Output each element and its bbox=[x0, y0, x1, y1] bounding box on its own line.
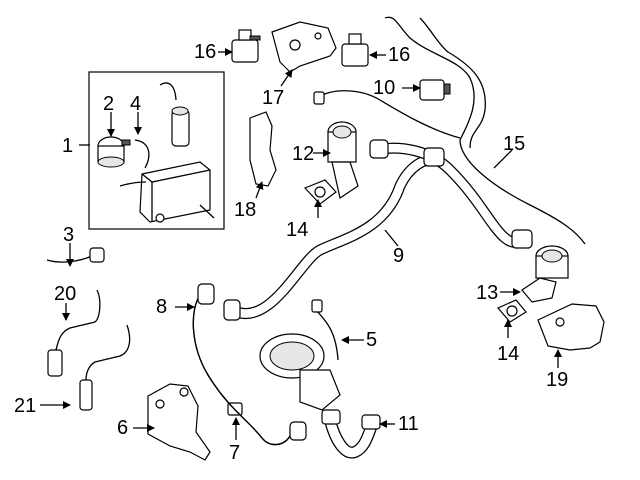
valve-16b-part bbox=[341, 33, 369, 67]
valve-16a-part bbox=[231, 29, 261, 63]
callout-15: 15 bbox=[503, 133, 526, 155]
callout-14-lower: 14 bbox=[497, 343, 520, 365]
charcoal-canister-part bbox=[119, 161, 215, 223]
callout-16-right: 16 bbox=[388, 44, 411, 66]
canister-kit-box bbox=[88, 71, 225, 230]
bracket-17-part bbox=[271, 21, 337, 73]
leader-lines bbox=[40, 48, 562, 440]
gasket-14b-part bbox=[497, 299, 527, 323]
callout-19: 19 bbox=[546, 369, 569, 391]
callout-10: 10 bbox=[373, 77, 396, 99]
callout-7: 7 bbox=[229, 442, 241, 464]
vent-hose-part bbox=[134, 139, 150, 169]
callout-16-left: 16 bbox=[194, 41, 217, 63]
air-pump-5-part bbox=[259, 299, 341, 411]
sensor-10-part bbox=[419, 79, 451, 101]
vacuum-lines-15-part bbox=[384, 16, 586, 245]
valve-12-part bbox=[327, 121, 359, 199]
callout-11: 11 bbox=[398, 413, 419, 435]
callout-3: 3 bbox=[63, 224, 75, 246]
callout-5: 5 bbox=[366, 329, 378, 351]
callout-12: 12 bbox=[292, 143, 315, 165]
oxygen-sensor-20-part bbox=[47, 289, 101, 377]
callout-14-upper: 14 bbox=[286, 219, 309, 241]
bracket-19-part bbox=[537, 303, 605, 351]
callout-21: 21 bbox=[14, 395, 37, 417]
callout-2: 2 bbox=[103, 93, 115, 115]
valve-13-part bbox=[521, 245, 569, 303]
callout-9: 9 bbox=[393, 245, 405, 267]
callout-18: 18 bbox=[234, 199, 257, 221]
callout-6: 6 bbox=[117, 417, 129, 439]
purge-valve-part bbox=[97, 136, 131, 168]
callout-8: 8 bbox=[156, 296, 168, 318]
callout-1: 1 bbox=[62, 135, 74, 157]
oxygen-sensor-21-part bbox=[79, 324, 131, 411]
heat-shield-6-part bbox=[147, 383, 211, 461]
sensor-3-part bbox=[46, 247, 105, 263]
bracket-18-part bbox=[249, 111, 277, 187]
callout-13: 13 bbox=[476, 282, 499, 304]
canister-filter-part bbox=[159, 82, 190, 147]
callout-4: 4 bbox=[130, 93, 142, 115]
callout-17: 17 bbox=[262, 87, 285, 109]
callout-20: 20 bbox=[54, 283, 77, 305]
gasket-14a-part bbox=[303, 179, 337, 205]
